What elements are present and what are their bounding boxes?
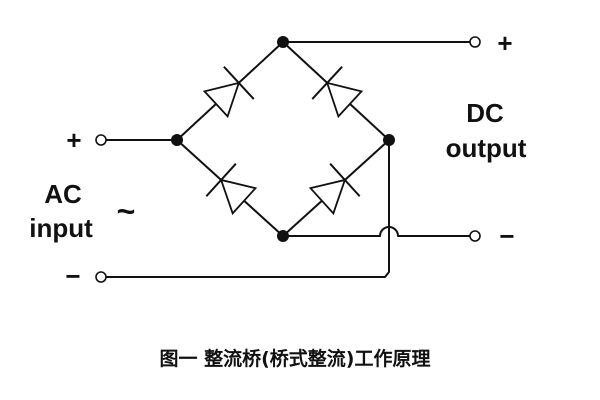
ac-input-label-line2: input [29, 213, 93, 243]
terminal-ac-plus [95, 134, 107, 146]
dc-plus-sign: + [497, 28, 512, 58]
wire-ac-minus [105, 139, 390, 278]
diode-lower-left [205, 162, 258, 216]
ac-tilde-symbol: ~ [117, 193, 136, 229]
ac-minus-sign: − [65, 261, 80, 291]
node-right [383, 134, 395, 146]
diode-lower-right [308, 162, 361, 216]
dc-output-label-line2: output [446, 133, 527, 163]
node-bottom [277, 230, 289, 242]
terminal-dc-minus [469, 230, 481, 242]
ac-input-label-line1: AC [44, 179, 82, 209]
diode-upper-right [311, 66, 364, 119]
dc-output-label-line1: DC [466, 98, 504, 128]
node-left [171, 134, 183, 146]
figure-caption: 图一 整流桥(桥式整流)工作原理 [160, 347, 431, 370]
ac-plus-sign: + [66, 125, 81, 155]
dc-minus-sign: − [499, 221, 514, 251]
terminal-ac-minus [95, 271, 107, 283]
node-top [277, 36, 289, 48]
terminal-dc-plus [469, 36, 481, 48]
diode-upper-left [202, 66, 255, 119]
wire-dc-minus [282, 226, 471, 237]
